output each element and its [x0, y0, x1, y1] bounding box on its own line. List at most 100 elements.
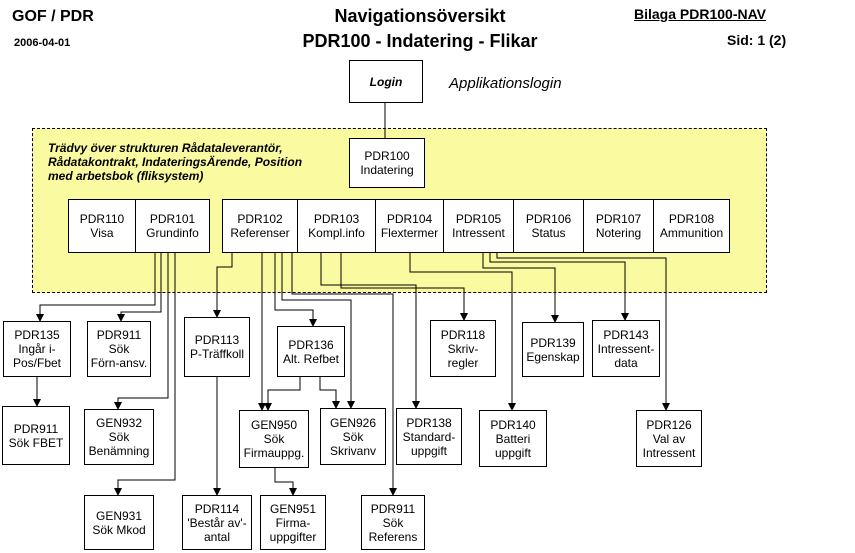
pdr118-box[interactable]: PDR118 Skriv- regler — [430, 320, 496, 377]
tab-pdr110-visa[interactable]: PDR110 Visa — [68, 199, 136, 253]
pdr911-sok-fbet-box[interactable]: PDR911 Sök FBET — [2, 406, 70, 465]
node-line: Firmauppg. — [243, 446, 305, 460]
node-line: PDR118 — [440, 327, 486, 342]
node-line: Egenskap — [526, 349, 580, 364]
node-line: PDR126 — [646, 417, 692, 432]
edge-pdr102-pdr136 — [274, 253, 317, 327]
region-desc-line-3: med arbetsbok (fliksystem) — [48, 169, 204, 183]
tab-code: PDR102 — [237, 212, 283, 226]
tab-pdr102-referenser[interactable]: PDR102 Referenser — [222, 199, 298, 253]
node-line: PDR911 — [13, 421, 59, 436]
tab-label: Intressent — [452, 226, 505, 240]
tab-label: Referenser — [230, 226, 290, 240]
node-line: GEN932 — [95, 416, 143, 430]
gen951-box[interactable]: GEN951 Firma- uppgifter — [260, 495, 326, 550]
gen932-box[interactable]: GEN932 Sök Benämning — [84, 409, 154, 465]
pdr138-box[interactable]: PDR138 Standard- uppgift — [396, 408, 462, 465]
node-line: Förn-ansv. — [90, 356, 148, 370]
node-line: PDR114 — [194, 501, 240, 516]
page-subtitle: PDR100 - Indatering - Flikar — [302, 31, 538, 51]
tab-pdr104-flextermer[interactable]: PDR104 Flextermer — [376, 199, 444, 253]
pdr113-box[interactable]: PDR113 P-Träffkoll — [184, 317, 250, 377]
node-line: Val av — [652, 431, 686, 446]
date-label: 2006-04-01 — [14, 37, 71, 49]
login-box[interactable]: Login — [349, 60, 423, 103]
edge-pdr101-gen932 — [114, 253, 169, 410]
pdr135-box[interactable]: PDR135 Ingår i- Pos/Fbet — [3, 321, 71, 377]
node-line: PDR140 — [490, 417, 536, 432]
gen931-box[interactable]: GEN931 Sök Mkod — [84, 495, 154, 550]
region-description: Trädvy över strukturen Rådataleverantör,… — [48, 141, 302, 183]
tab-label: Visa — [90, 226, 114, 240]
edge-pdr101-gen931 — [114, 253, 176, 496]
node-line: 'Består av'- — [187, 515, 247, 530]
edge-gen950-gen951 — [274, 468, 297, 496]
pdr136-box[interactable]: PDR136 Alt. Refbet — [277, 326, 345, 377]
tab-code: PDR106 — [525, 212, 572, 226]
tab-pdr105-intressent[interactable]: PDR105 Intressent — [444, 199, 514, 253]
node-line: Intressent- — [597, 341, 655, 356]
node-line: Sök FBET — [8, 435, 64, 450]
node-line: Standard- — [402, 429, 456, 444]
tab-label: Grundinfo — [146, 226, 199, 240]
tab-pdr103-kompl-info[interactable]: PDR103 Kompl.info — [298, 199, 376, 253]
tab-pdr107-notering[interactable]: PDR107 Notering — [584, 199, 654, 253]
node-line: PDR911 — [370, 501, 416, 516]
pdr140-box[interactable]: PDR140 Batteri uppgift — [479, 410, 547, 467]
node-line: Referens — [368, 529, 418, 544]
node-line: Skrivanv — [329, 443, 376, 458]
edge-pdr105-pdr139 — [482, 253, 559, 323]
pdr911-forn-ansv-box[interactable]: PDR911 Sök Förn-ansv. — [87, 321, 151, 377]
page-title: Navigationsöversikt — [334, 6, 506, 26]
pdr143-box[interactable]: PDR143 Intressent- data — [592, 320, 660, 377]
node-line: Sök — [108, 342, 130, 356]
node-line: Firma- — [275, 515, 311, 530]
edge-pdr103-pdr118 — [340, 253, 468, 321]
login-note: Applikationslogin — [449, 75, 562, 92]
pdr114-box[interactable]: PDR114 'Består av'- antal — [182, 495, 252, 550]
tab-code: PDR105 — [455, 212, 502, 226]
node-line: PDR143 — [603, 327, 649, 342]
tab-pdr108-ammunition[interactable]: PDR108 Ammunition — [654, 199, 730, 253]
tab-pdr106-status[interactable]: PDR106 Status — [514, 199, 584, 253]
node-line: Sök — [263, 432, 285, 446]
node-line: Sök — [342, 429, 364, 444]
node-line: PDR911 — [96, 328, 142, 342]
node-line: Pos/Fbet — [12, 356, 62, 370]
pdr100-indatering-box[interactable]: PDR100 Indatering — [349, 138, 425, 188]
edge-pdr101-pdr135 — [36, 253, 156, 322]
node-line: antal — [203, 529, 231, 544]
edge-pdr101-pdr911a — [117, 253, 162, 322]
edge-pdr136-gen950 — [264, 377, 301, 411]
node-line: P-Träffkoll — [189, 347, 244, 361]
org-label: GOF / PDR — [12, 8, 94, 25]
node-line: GEN950 — [250, 418, 298, 432]
node-line: Sök Mkod — [92, 522, 146, 537]
node-line: PDR139 — [530, 335, 576, 350]
tab-pdr101-grundinfo[interactable]: PDR101 Grundinfo — [136, 199, 210, 253]
pdr911-sok-referens-box[interactable]: PDR911 Sök Referens — [361, 495, 425, 550]
node-line: GEN926 — [329, 415, 377, 430]
tab-code: PDR103 — [313, 212, 360, 226]
pdr139-box[interactable]: PDR139 Egenskap — [522, 322, 584, 377]
gen950-box[interactable]: GEN950 Sök Firmauppg. — [239, 410, 309, 468]
node-line: Ingår i- — [18, 342, 56, 356]
pdr100-label: Indatering — [360, 163, 414, 177]
tab-code: PDR101 — [149, 212, 196, 226]
tab-label: Ammunition — [659, 226, 724, 240]
node-line: GEN931 — [95, 508, 143, 523]
node-line: uppgift — [494, 445, 532, 460]
pdr100-code: PDR100 — [364, 149, 410, 163]
pdr126-box[interactable]: PDR126 Val av Intressent — [636, 410, 702, 467]
region-desc-line-1: Trädvy över strukturen Rådataleverantör, — [48, 141, 283, 155]
edge-pdr103-pdr138 — [320, 253, 420, 409]
gen926-box[interactable]: GEN926 Sök Skrivanv — [320, 408, 386, 465]
page-number: Sid: 1 (2) — [727, 32, 787, 48]
node-line: Skriv- — [447, 341, 479, 356]
edge-pdr104-pdr140 — [409, 253, 516, 411]
node-line: regler — [447, 355, 479, 370]
node-line: Sök — [108, 430, 130, 444]
tab-label: Flextermer — [380, 226, 439, 240]
